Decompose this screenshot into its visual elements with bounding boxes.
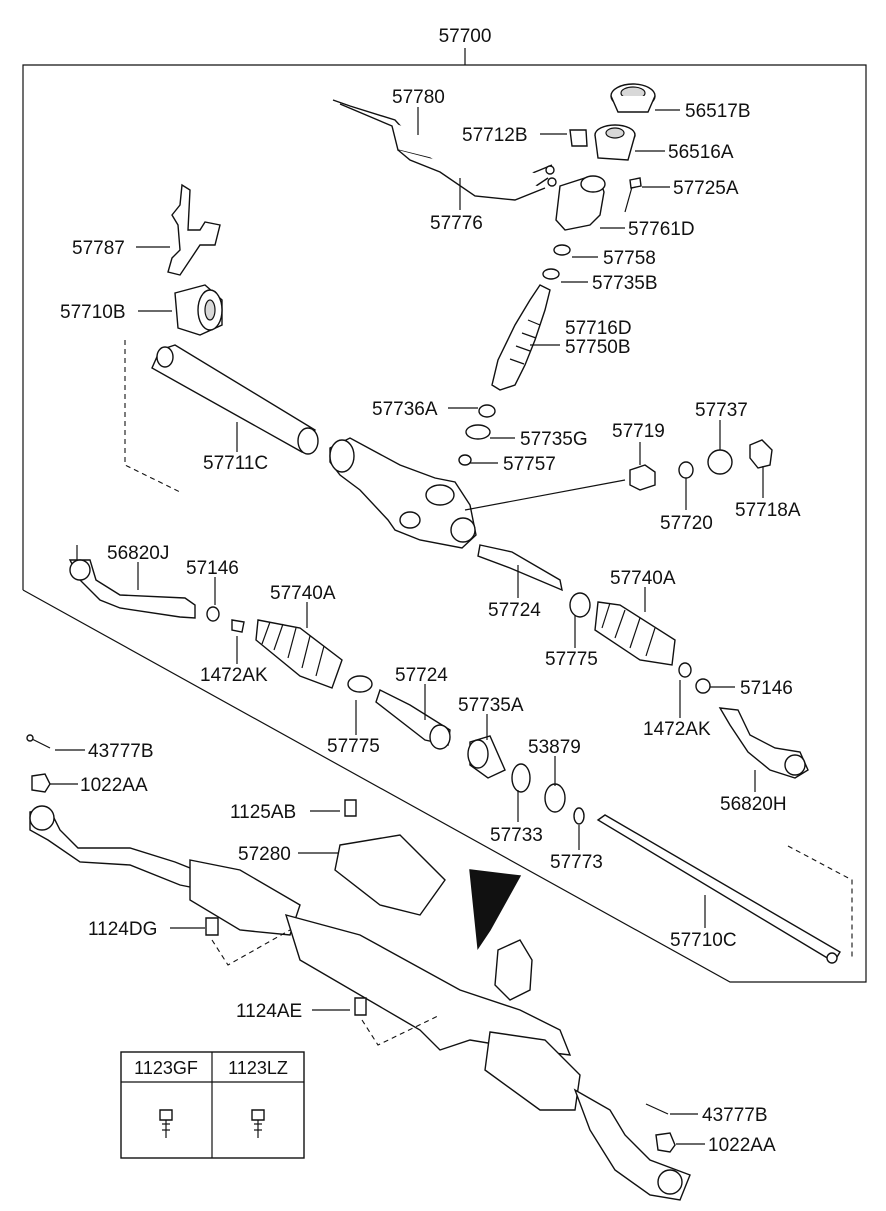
- label-57280: 57280: [238, 844, 291, 865]
- label-57737: 57737: [695, 400, 748, 421]
- label-57761D: 57761D: [628, 219, 695, 240]
- label-57146-left: 57146: [186, 558, 239, 579]
- label-1472AK-left: 1472AK: [200, 665, 268, 686]
- label-57735G: 57735G: [520, 429, 588, 450]
- label-57750B: 57750B: [565, 337, 631, 358]
- valve-cap-parts: [555, 83, 656, 231]
- pinion-valve: [465, 244, 571, 440]
- label-57733: 57733: [490, 825, 543, 846]
- label-57775-right: 57775: [545, 649, 598, 670]
- label-57710B: 57710B: [60, 302, 126, 323]
- bolt-table: 1123GF 1123LZ: [120, 1051, 305, 1159]
- assembly-frame: [22, 48, 867, 983]
- cotter-and-nut-left: [26, 734, 51, 793]
- label-57776: 57776: [430, 213, 483, 234]
- label-57724-upper: 57724: [488, 600, 541, 621]
- bolt-1123LZ-icon: [251, 1109, 265, 1138]
- bolt-1123GF-icon: [159, 1109, 173, 1138]
- label-57710C: 57710C: [670, 930, 737, 951]
- label-56516A: 56516A: [668, 142, 734, 163]
- mounting-bracket: [167, 183, 221, 276]
- label-57711C: 57711C: [203, 453, 268, 474]
- inner-tie-rods: [375, 544, 563, 750]
- label-57724-lower: 57724: [395, 665, 448, 686]
- label-57719: 57719: [612, 421, 665, 442]
- label-57758: 57758: [603, 248, 656, 269]
- left-boot: [255, 619, 373, 693]
- label-57718A: 57718A: [735, 500, 801, 521]
- label-57757: 57757: [503, 454, 556, 475]
- label-57712B: 57712B: [462, 125, 528, 146]
- label-56820H: 56820H: [720, 794, 787, 815]
- label-57736A: 57736A: [372, 399, 438, 420]
- label-57735A: 57735A: [458, 695, 524, 716]
- right-tie-rod-end: [718, 707, 809, 779]
- label-1124DG: 1124DG: [88, 919, 157, 940]
- label-57720: 57720: [660, 513, 713, 534]
- yoke-parts: [629, 439, 773, 491]
- label-57787: 57787: [72, 238, 125, 259]
- label-56517B: 56517B: [685, 101, 751, 122]
- leader-lines: [50, 107, 764, 1145]
- label-43777B-upper: 43777B: [88, 741, 154, 762]
- rack-housing: [329, 437, 626, 549]
- label-57725A: 57725A: [673, 178, 739, 199]
- seals: [467, 735, 585, 825]
- part-labels: 57700 57780 56517B 57712B 56516A 57725A …: [60, 26, 801, 1156]
- label-53879: 53879: [528, 737, 581, 758]
- label-1472AK-right: 1472AK: [643, 719, 711, 740]
- label-1125AB: 1125AB: [230, 802, 296, 823]
- label-1022AA-lower: 1022AA: [708, 1135, 776, 1156]
- label-56820J: 56820J: [107, 543, 169, 564]
- right-boot: [569, 592, 711, 694]
- label-57716D: 57716D: [565, 318, 632, 339]
- rubber-bushing: [174, 284, 223, 336]
- rack-tube: [124, 340, 319, 493]
- label-57775-left: 57775: [327, 736, 380, 757]
- assembled-gear: [29, 799, 691, 1201]
- rack-bar: [596, 814, 853, 964]
- left-tie-rod-end: [68, 545, 245, 633]
- label-57740A-right: 57740A: [610, 568, 676, 589]
- label-43777B-lower: 43777B: [702, 1105, 768, 1126]
- label-57740A-left: 57740A: [270, 583, 336, 604]
- label-57146-right: 57146: [740, 678, 793, 699]
- pressure-pipes: [332, 99, 557, 201]
- assembly-label: 57700: [439, 26, 492, 47]
- bolt-table-header-1123LZ: 1123LZ: [228, 1058, 288, 1078]
- label-1124AE: 1124AE: [236, 1001, 302, 1022]
- label-57780: 57780: [392, 87, 445, 108]
- label-57773: 57773: [550, 852, 603, 873]
- label-57735B: 57735B: [592, 273, 658, 294]
- bolt-table-header-1123GF: 1123GF: [134, 1058, 198, 1078]
- label-1022AA-upper: 1022AA: [80, 775, 148, 796]
